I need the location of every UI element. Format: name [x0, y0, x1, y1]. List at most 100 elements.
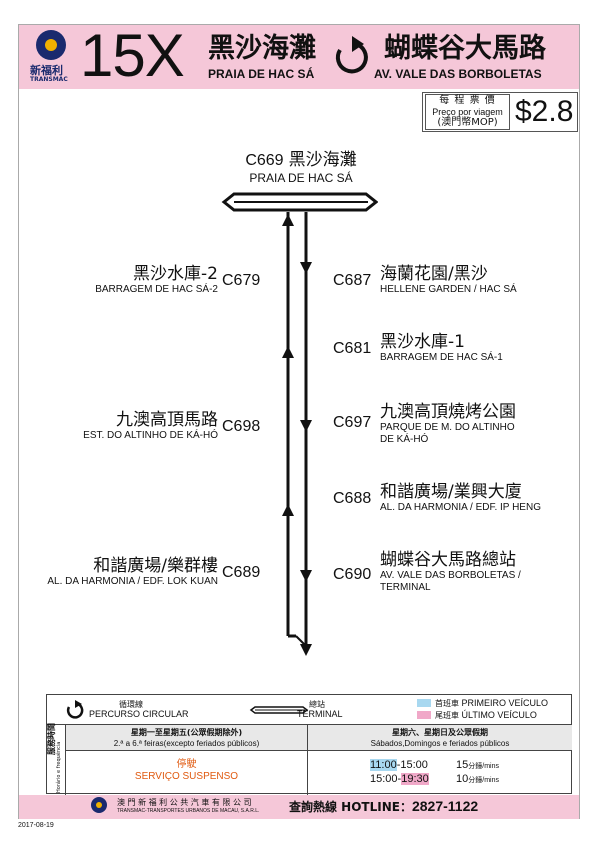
- right-stop-3: 九澳高頂燒烤公園 PARQUE DE M. DO ALTINHO DE KÁ-H…: [380, 402, 570, 446]
- hotline-label: 查詢熱線 HOTLINE：: [289, 800, 412, 814]
- row2-start: 15:00-: [370, 773, 402, 785]
- row1-start: 11:00: [370, 759, 397, 771]
- hotline: 查詢熱線 HOTLINE：2827-1122: [289, 798, 478, 815]
- row2-freq-wrap: 10分鐘/mins: [456, 773, 499, 785]
- right-stop-2: 黑沙水庫-1 BARRAGEM DE HAC SÁ-1: [380, 332, 570, 364]
- stop-code: C698: [222, 418, 261, 435]
- right-stop-1: 海蘭花園/黑沙 HELLENE GARDEN / HAC SÁ: [380, 264, 570, 296]
- stop-cn: 九澳高頂馬路: [116, 410, 218, 430]
- stop-cn: 黑沙水庫-2: [133, 264, 218, 284]
- footer-banner: 澳 門 新 福 利 公 共 汽 車 有 限 公 司 TRANSMAC-TRANS…: [19, 795, 579, 819]
- stop-cn: 海蘭花園/黑沙: [380, 264, 488, 284]
- first-cn: 首班車: [435, 699, 459, 708]
- row1-freq-wrap: 15分鐘/mins: [456, 759, 499, 771]
- stop-cn: 蝴蝶谷大馬路總站: [380, 550, 516, 570]
- stop-pt-line2: TERMINAL: [380, 582, 431, 593]
- terminal-cn: 總站: [309, 700, 325, 709]
- print-date: 2017-08-19: [18, 822, 54, 829]
- terminus-code: C669: [245, 152, 284, 169]
- company-cn: 澳 門 新 福 利 公 共 汽 車 有 限 公 司: [117, 798, 252, 807]
- schedule-row-1: 11:00-15:00: [370, 759, 428, 771]
- fare-box: 每 程 票 價 Preço por viagem (澳門幣MOP) $2.8: [422, 92, 578, 132]
- row1-freq: 15: [456, 759, 469, 771]
- stop-cn: 和諧廣場/業興大廈: [380, 482, 522, 502]
- circular-pt: PERCURSO CIRCULAR: [89, 709, 189, 719]
- circular-route-icon: [66, 700, 84, 719]
- stop-pt: BARRAGEM DE HAC SÁ-2: [95, 284, 218, 295]
- terminus-cn: 黑沙海灘: [288, 150, 357, 170]
- circular-cn: 循環線: [119, 700, 143, 709]
- terminal-bar-icon: [249, 706, 309, 714]
- fare-currency: (澳門幣MOP): [437, 117, 498, 128]
- side-pt: Horário e frequência: [56, 741, 62, 793]
- stop-code: C690: [333, 566, 372, 583]
- right-stop-5: 蝴蝶谷大馬路總站 AV. VALE DAS BORBOLETAS / TERMI…: [380, 550, 570, 594]
- first-bus-label: 首班車 PRIMEIRO VEÍCULO: [435, 698, 548, 709]
- origin-pt: PRAIA DE HAC SÁ: [208, 67, 315, 81]
- stop-pt: BARRAGEM DE HAC SÁ-1: [380, 352, 503, 363]
- fare-label: 每 程 票 價 Preço por viagem (澳門幣MOP): [425, 94, 510, 130]
- left-stop-3: 和諧廣場/樂群樓 AL. DA HARMONIA / EDF. LOK KUAN: [22, 556, 218, 588]
- hotline-number[interactable]: 2827-1122: [411, 798, 479, 814]
- stop-code: C689: [222, 564, 261, 581]
- left-stop-1: 黑沙水庫-2 BARRAGEM DE HAC SÁ-2: [60, 264, 218, 296]
- weekend-cn: 星期六、星期日及公眾假期: [392, 728, 488, 737]
- stop-cn: 和諧廣場/樂群樓: [93, 556, 218, 576]
- schedule-row-2: 15:00-19:30: [370, 773, 429, 785]
- weekend-pt: Sábados,Domingos e feriados públicos: [370, 739, 510, 748]
- stop-cn: 黑沙水庫-1: [380, 332, 465, 352]
- dest-cn: 蝴蝶谷大馬路: [384, 33, 546, 64]
- row2-freq: 10: [456, 773, 469, 785]
- weekday-cn: 星期一至星期五(公眾假期除外): [130, 728, 243, 737]
- weekday-schedule: 停駛 SERVIÇO SUSPENSO: [66, 751, 308, 795]
- weekday-pt: 2.ª a 6.ª feiras(excepto feriados públic…: [113, 739, 260, 748]
- last-pt: ÚLTIMO VEÍCULO: [461, 710, 537, 720]
- left-stop-2: 九澳高頂馬路 EST. DO ALTINHO DE KÁ-HÓ: [40, 410, 218, 442]
- circular-route-icon: [335, 36, 368, 74]
- timetable-side: 服務時間 Horário e frequência: [46, 723, 66, 795]
- route-number: 15X: [80, 22, 185, 89]
- footer-logo-icon: [91, 797, 107, 813]
- stop-code: C687: [333, 272, 372, 289]
- timetable: 服務時間 Horário e frequência 星期一至星期五(公眾假期除外…: [46, 723, 572, 795]
- first-bus-swatch: [417, 699, 431, 707]
- dest-pt: AV. VALE DAS BORBOLETAS: [374, 67, 542, 81]
- terminal-pt: TERMINAL: [297, 709, 343, 719]
- stop-pt: EST. DO ALTINHO DE KÁ-HÓ: [83, 430, 218, 441]
- operator-name-en: TRANSMAC: [30, 76, 68, 83]
- fare-label-pt: Preço por viagem: [432, 107, 503, 117]
- stop-code: C697: [333, 414, 372, 431]
- row2-end: 19:30: [401, 773, 429, 785]
- terminus-pt: PRAIA DE HAC SÁ: [249, 171, 353, 185]
- stop-cn: 九澳高頂燒烤公園: [380, 402, 516, 422]
- transmac-logo-icon: [36, 30, 66, 60]
- last-cn: 尾班車: [435, 711, 459, 720]
- row2-unit: 分鐘/mins: [468, 777, 499, 784]
- weekend-schedule: 11:00-15:00 15分鐘/mins 15:00-19:30 10分鐘/m…: [308, 751, 572, 795]
- terminus-label: C669 黑沙海灘: [226, 150, 376, 170]
- last-bus-label: 尾班車 ÚLTIMO VEÍCULO: [435, 710, 537, 721]
- company-pt: TRANSMAC-TRANSPORTES URBANOS DE MACAU, S…: [117, 808, 260, 814]
- first-pt: PRIMEIRO VEÍCULO: [461, 698, 549, 708]
- fare-amount: $2.8: [515, 95, 574, 128]
- stop-code: C681: [333, 340, 372, 357]
- legend-box: 循環線 PERCURSO CIRCULAR 總站 TERMINAL 首班車 PR…: [46, 694, 572, 795]
- right-stop-4: 和諧廣場/業興大廈 AL. DA HARMONIA / EDF. IP HENG: [380, 482, 570, 514]
- suspended-pt: SERVIÇO SUSPENSO: [134, 771, 239, 782]
- origin-cn: 黑沙海灘: [208, 33, 316, 64]
- operator-name-cn: 新福利: [30, 64, 63, 77]
- header-banner: [19, 25, 579, 89]
- fare-label-cn: 每 程 票 價: [439, 95, 496, 106]
- stop-pt-line2: DE KÁ-HÓ: [380, 434, 429, 445]
- weekend-header: 星期六、星期日及公眾假期 Sábados,Domingos e feriados…: [308, 725, 572, 751]
- route-line-diagram: [221, 192, 378, 656]
- stop-code: C688: [333, 490, 372, 507]
- suspended-cn: 停駛: [176, 759, 197, 770]
- row1-unit: 分鐘/mins: [468, 763, 499, 770]
- stop-pt: AL. DA HARMONIA / EDF. IP HENG: [380, 502, 541, 513]
- stop-pt: AV. VALE DAS BORBOLETAS /: [380, 570, 521, 581]
- row1-end: -15:00: [396, 759, 428, 771]
- stop-code: C679: [222, 272, 261, 289]
- stop-pt: HELLENE GARDEN / HAC SÁ: [380, 284, 517, 295]
- last-bus-swatch: [417, 711, 431, 719]
